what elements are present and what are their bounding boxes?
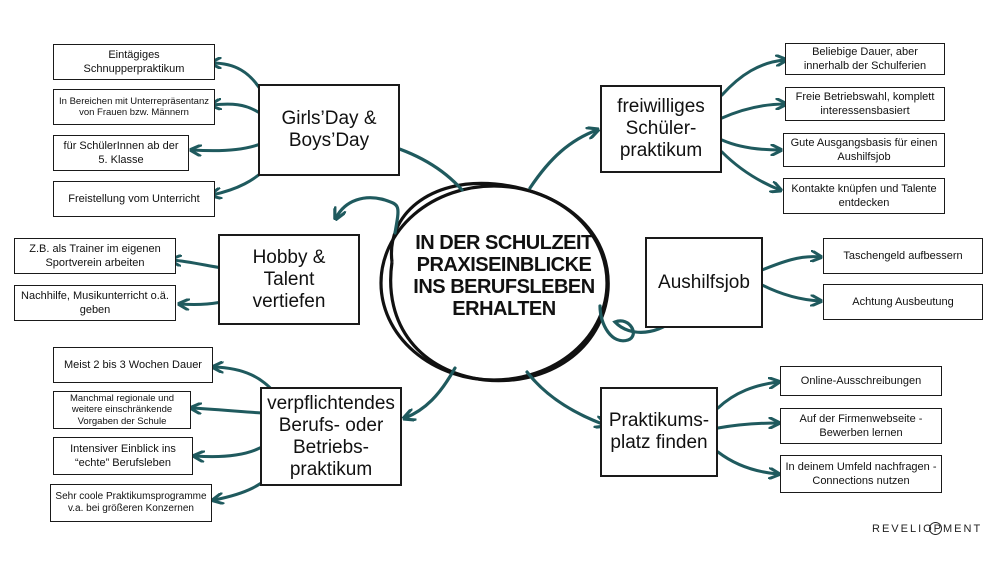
leaf-pflicht-3-text: Intensiver Einblick ins “echte” Berufsle…	[70, 443, 176, 469]
arrow-to-freiwillig	[528, 130, 597, 190]
topic-hobby-label: Hobby & Talent vertiefen	[252, 246, 326, 312]
leaf-girls-2-text: In Bereichen mit Unterrepräsentanz von F…	[59, 95, 209, 119]
arrow-to-platz	[525, 370, 605, 425]
topic-aushilfsjob: Aushilfsjob	[645, 237, 763, 328]
brand-logo-ring	[929, 522, 942, 535]
center-line-4: ERHALTEN	[452, 298, 556, 320]
topic-girls-day-label: Girls’Day & Boys’Day	[281, 108, 377, 151]
arrow-freiwillig-leaf-3	[720, 138, 780, 150]
leaf-aushilfsjob-1-text: Taschengeld aufbessern	[843, 250, 963, 262]
leaf-platz-2-text: Auf der Firmenwebseite - Bewerben lernen	[799, 413, 923, 439]
leaf-platz-3: In deinem Umfeld nachfragen - Connection…	[780, 455, 942, 493]
leaf-aushilfsjob-1: Taschengeld aufbessern	[823, 238, 983, 274]
leaf-freiwillig-3-text: Gute Ausgangsbasis für einen Aushilfsjob	[790, 137, 938, 163]
arrow-aushilfsjob-leaf-1	[760, 257, 820, 272]
leaf-aushilfsjob-2: Achtung Ausbeutung	[823, 284, 983, 320]
arrow-to-aushilfsjob	[598, 304, 678, 343]
topic-platz: Praktikums-platz finden	[600, 387, 718, 477]
leaf-hobby-2: Nachhilfe, Musikunterricht o.ä. geben	[14, 285, 176, 321]
leaf-freiwillig-2-text: Freie Betriebswahl, komplett interessens…	[795, 91, 935, 117]
arrow-girls-leaf-2	[212, 104, 260, 114]
leaf-freiwillig-4: Kontakte knüpfen und Talente entdecken	[783, 178, 945, 214]
leaf-aushilfsjob-2-text: Achtung Ausbeutung	[852, 296, 954, 308]
leaf-freiwillig-2: Freie Betriebswahl, komplett interessens…	[785, 87, 945, 121]
arrow-platz-leaf-2	[716, 423, 778, 430]
leaf-pflicht-1-text: Meist 2 bis 3 Wochen Dauer	[64, 359, 202, 371]
leaf-pflicht-3: Intensiver Einblick ins “echte” Berufsle…	[53, 437, 193, 475]
arrow-girls-leaf-1	[212, 63, 264, 94]
arrow-freiwillig-leaf-1	[720, 60, 785, 97]
topic-platz-label: Praktikums-platz finden	[608, 410, 710, 453]
leaf-pflicht-2: Manchmal regionale und weitere einschrän…	[53, 391, 191, 429]
leaf-pflicht-4-text: Sehr coole Praktikumsprogramme v.a. bei …	[55, 491, 207, 514]
topic-freiwillig: freiwilliges Schüler-praktikum	[600, 85, 722, 173]
topic-pflicht: verpflichtendes Berufs- oder Betriebs-pr…	[260, 387, 402, 486]
arrow-to-hobby	[336, 196, 400, 235]
center-line-1: IN DER SCHULZEIT	[415, 232, 593, 254]
leaf-girls-3: für SchülerInnen ab der 5. Klasse	[53, 135, 189, 171]
topic-pflicht-label: verpflichtendes Berufs- oder Betriebs-pr…	[267, 392, 395, 480]
leaf-freiwillig-4-text: Kontakte knüpfen und Talente entdecken	[791, 183, 937, 209]
leaf-girls-1-text: Eintägiges Schnupperpraktikum	[83, 49, 185, 75]
brand-logo: REVELIOPMENT	[872, 523, 983, 535]
arrow-aushilfsjob-leaf-2	[760, 283, 820, 301]
leaf-girls-3-text: für SchülerInnen ab der 5. Klasse	[63, 140, 179, 166]
leaf-freiwillig-3: Gute Ausgangsbasis für einen Aushilfsjob	[783, 133, 945, 167]
topic-freiwillig-label: freiwilliges Schüler-praktikum	[617, 96, 705, 161]
topic-aushilfsjob-label: Aushilfsjob	[658, 271, 750, 293]
leaf-girls-2: In Bereichen mit Unterrepräsentanz von F…	[53, 89, 215, 125]
center-line-3: INS BERUFSLEBEN	[413, 276, 595, 298]
leaf-hobby-2-text: Nachhilfe, Musikunterricht o.ä. geben	[21, 290, 169, 316]
arrow-freiwillig-leaf-4	[720, 150, 780, 190]
leaf-platz-3-text: In deinem Umfeld nachfragen - Connection…	[785, 461, 937, 487]
arrow-to-pflicht	[405, 366, 457, 418]
leaf-platz-1: Online-Ausschreibungen	[780, 366, 942, 396]
leaf-hobby-1: Z.B. als Trainer im eigenen Sportverein …	[14, 238, 176, 274]
arrow-pflicht-leaf-3	[195, 443, 267, 457]
arrow-pflicht-leaf-2	[192, 408, 264, 413]
leaf-pflicht-4: Sehr coole Praktikumsprogramme v.a. bei …	[50, 484, 212, 522]
leaf-platz-1-text: Online-Ausschreibungen	[800, 375, 922, 387]
center-title: IN DER SCHULZEIT PRAXISEINBLICKE INS BER…	[398, 232, 610, 320]
leaf-girls-4: Freistellung vom Unterricht	[53, 181, 215, 217]
arrow-freiwillig-leaf-2	[720, 104, 785, 120]
center-line-2: PRAXISEINBLICKE	[416, 254, 592, 276]
leaf-platz-2: Auf der Firmenwebseite - Bewerben lernen	[780, 408, 942, 444]
leaf-freiwillig-1-text: Beliebige Dauer, aber innerhalb der Schu…	[803, 46, 927, 72]
leaf-girls-1: Eintägiges Schnupperpraktikum	[53, 44, 215, 80]
leaf-pflicht-1: Meist 2 bis 3 Wochen Dauer	[53, 347, 213, 383]
leaf-freiwillig-1: Beliebige Dauer, aber innerhalb der Schu…	[785, 43, 945, 75]
center-circle	[379, 181, 610, 383]
leaf-girls-4-text: Freistellung vom Unterricht	[68, 193, 200, 205]
arrow-platz-leaf-1	[716, 382, 778, 410]
leaf-hobby-1-text: Z.B. als Trainer im eigenen Sportverein …	[29, 243, 161, 269]
topic-hobby: Hobby & Talent vertiefen	[218, 234, 360, 325]
leaf-pflicht-2-text: Manchmal regionale und weitere einschrän…	[69, 392, 175, 427]
topic-girls-day: Girls’Day & Boys’Day	[258, 84, 400, 176]
arrow-platz-leaf-3	[716, 450, 778, 474]
